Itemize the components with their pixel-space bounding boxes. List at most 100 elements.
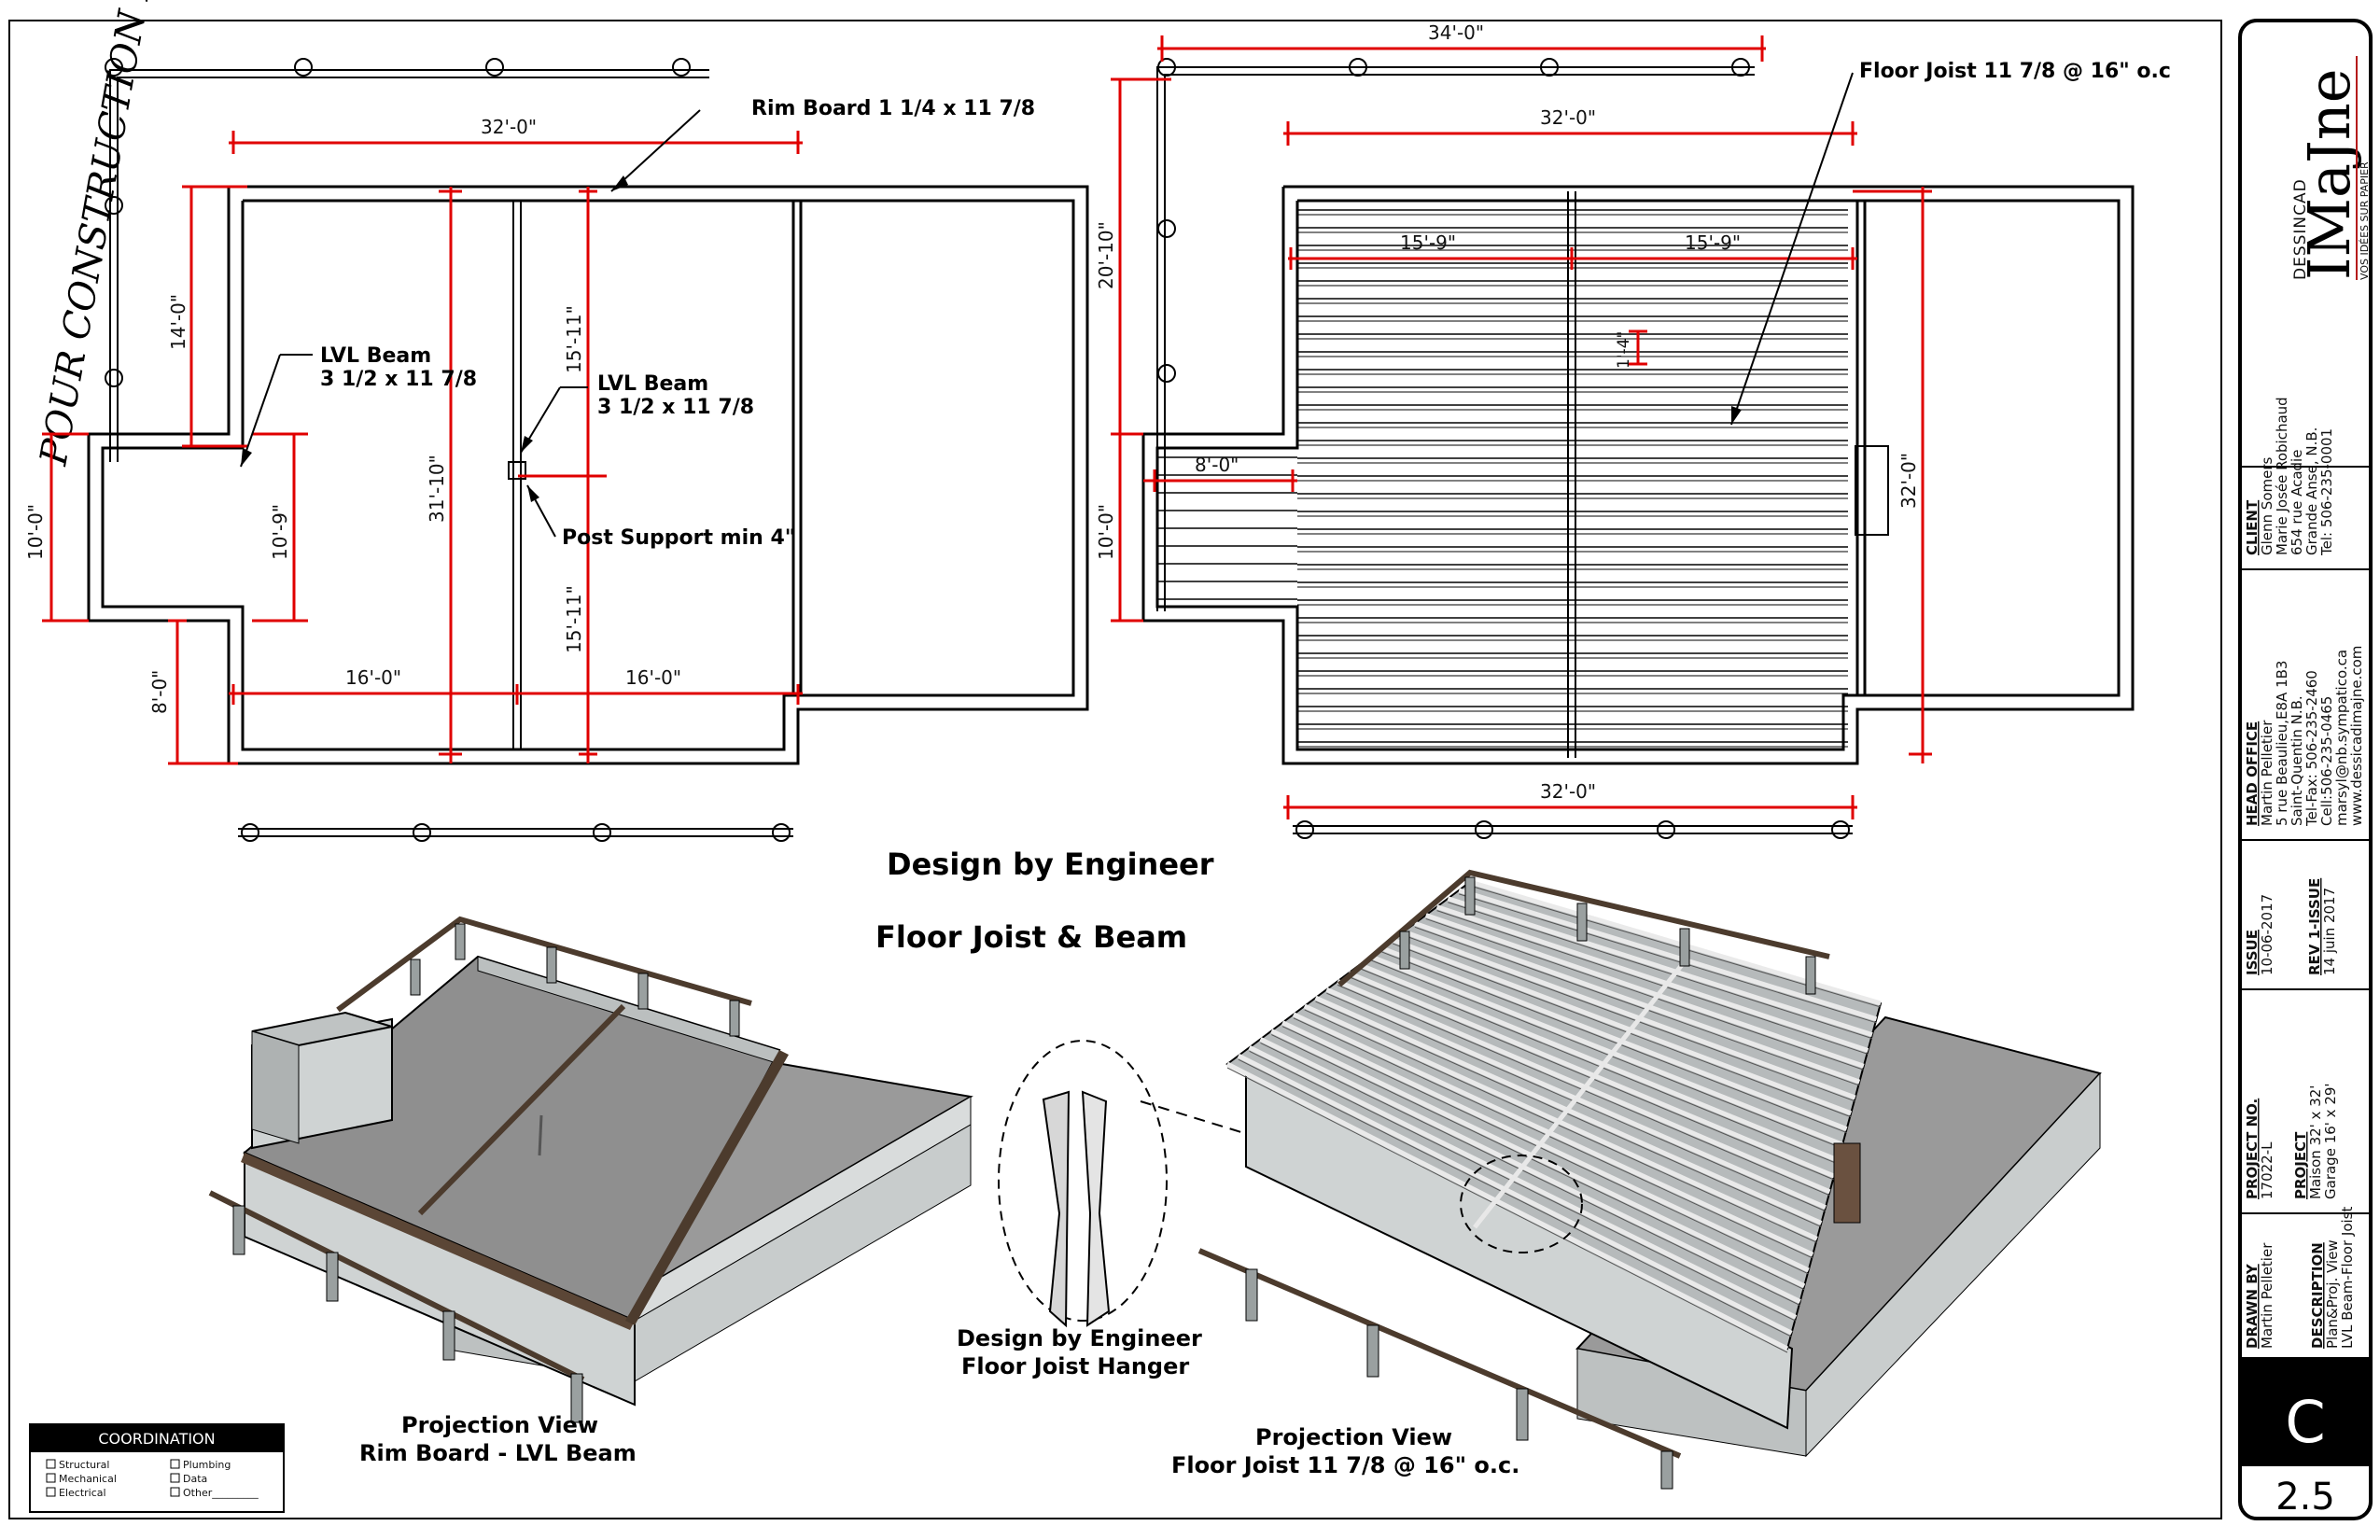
head-office-line: Saint-Quentin N.B.: [2289, 695, 2305, 826]
joist-hanger-left: [1042, 1090, 1071, 1328]
joist-3d-shadow: [1414, 926, 1860, 1086]
project-heading: PROJECT: [2292, 1131, 2309, 1199]
railing-rear-3d: [336, 916, 752, 1013]
joist-3d: [1281, 1020, 1810, 1273]
joist-3d: [1424, 913, 1865, 1069]
joist-3d: [1237, 1053, 1793, 1336]
checkbox-electrical[interactable]: [46, 1487, 56, 1497]
drawn-by: Martin Pelletier: [2259, 1242, 2275, 1349]
joist-3d: [1358, 962, 1840, 1163]
sheet-border: [8, 20, 2222, 1519]
sheet-letter-box: [2240, 1358, 2371, 1465]
checkbox-structural[interactable]: [46, 1459, 56, 1469]
description-line-1: Plan&Proj. View: [2324, 1239, 2341, 1349]
projection-left-title-2: Rim Board - LVL Beam: [359, 1440, 637, 1466]
post-support-callout: Post Support min 4": [562, 526, 795, 550]
joist-3d: [1392, 937, 1853, 1116]
post-support: [508, 461, 526, 480]
step-3d: [1833, 1142, 1861, 1224]
checkbox-other[interactable]: [170, 1487, 180, 1497]
dim-spacing: 1'-4": [1615, 331, 1633, 369]
projection-left-title-1: Projection View: [401, 1412, 598, 1438]
joist-3d: [1270, 1029, 1806, 1288]
beam-right: [1567, 191, 1576, 758]
coord-data: Data: [183, 1473, 207, 1485]
projection-right: Projection View Floor Joist 11 7/8 @ 16"…: [1171, 869, 2102, 1490]
railing-front-right-3d: [1197, 1248, 1682, 1459]
joist-3d-shadow: [1226, 1067, 1788, 1353]
rev-heading: REV 1-ISSUE: [2306, 878, 2323, 975]
floor-joists: [1157, 209, 1848, 748]
checkbox-data[interactable]: [170, 1473, 180, 1483]
joist-3d: [1458, 888, 1878, 1022]
joist-3d-shadow: [1304, 1009, 1818, 1243]
dimensions-left: 32'-0" 14'-0" 10'-0" 8'-0" 10'-9" 31'-10…: [24, 116, 803, 765]
coord-mechanical: Mechanical: [59, 1473, 117, 1485]
joist-3d-shadow: [1436, 910, 1869, 1055]
joist-3d: [1414, 920, 1861, 1085]
checkbox-plumbing[interactable]: [170, 1459, 180, 1469]
lvl-beam2-line2: 3 1/2 x 11 7/8: [597, 396, 754, 419]
design-by-engineer-title: Design by Engineer: [887, 847, 1214, 882]
railing-bottom-right: [1293, 820, 1853, 839]
beam-3d-right: [1473, 959, 1687, 1229]
railing-front-3d: [208, 1190, 585, 1382]
company-small-name: DESSINCAD: [2291, 178, 2310, 280]
joist-3d-shadow: [1393, 943, 1852, 1118]
issue-date: 10-06-2017: [2259, 894, 2275, 975]
lvl-beam1-line1: LVL Beam: [320, 344, 431, 368]
plan-right: 34'-0" 32'-0" 15'-9" 15'-9" 1'-4" 20'-10…: [1095, 21, 2171, 839]
railing-top-left: [105, 58, 709, 462]
head-office-heading: HEAD OFFICE: [2244, 721, 2261, 826]
joist-3d: [1403, 929, 1856, 1100]
joist-3d-shadow: [1403, 934, 1855, 1102]
joist-3d-shadow: [1238, 1058, 1792, 1337]
client-heading: CLIENT: [2244, 499, 2261, 555]
project-line-2: Garage 16' x 29': [2322, 1083, 2339, 1199]
company-tagline: VOS IDÉES SUR PAPIER: [2359, 161, 2371, 280]
dim-left-14: 14'-0": [167, 294, 189, 350]
coord-other: Other_________: [183, 1487, 259, 1499]
dimensions-right: 34'-0" 32'-0" 15'-9" 15'-9" 1'-4" 20'-10…: [1095, 21, 1932, 819]
joist-3d-shadow: [1459, 893, 1877, 1024]
joist-hanger-right: [1081, 1090, 1111, 1327]
railing-bottom-left: [238, 823, 793, 842]
coordination-box: COORDINATION Structural Plumbing Mechani…: [29, 1423, 285, 1513]
client-line: 654 rue Acadie: [2289, 450, 2305, 555]
railing-top-right: [1156, 58, 1755, 611]
sheet-letter: C: [2285, 1388, 2325, 1456]
joist-3d-shadow: [1425, 917, 1864, 1071]
joist-3d: [1369, 954, 1844, 1147]
rim-board-3d: [241, 1153, 635, 1330]
dim-right-32: 32'-0": [1897, 453, 1920, 509]
joist-3d: [1303, 1003, 1818, 1241]
joist-3d: [1225, 1061, 1789, 1351]
dim-left-10-right: 10'-0": [1095, 504, 1117, 560]
head-office-line: Tel-Fax: 506-235-2460: [2303, 670, 2320, 827]
projection-right-title-1: Projection View: [1255, 1424, 1452, 1450]
projection-left: Projection View Rim Board - LVL Beam: [208, 916, 973, 1466]
lvl-beam2-line1: LVL Beam: [597, 372, 708, 396]
dim-half-left: 16'-0": [345, 666, 401, 689]
joist-3d: [1380, 945, 1848, 1131]
head-office-line: Cell:506-235-0465: [2318, 696, 2335, 826]
railing-rear-right-3d: [1337, 869, 1830, 987]
coord-electrical: Electrical: [59, 1487, 106, 1499]
floor-joist-beam-title: Floor Joist & Beam: [875, 919, 1187, 955]
head-office-line: 5 rue Beaulieu,E8A 1B3: [2274, 661, 2290, 826]
dim-top-32-right: 32'-0": [1540, 106, 1596, 129]
rim-board-callout: Rim Board 1 1/4 x 11 7/8: [751, 97, 1035, 120]
description-heading: DESCRIPTION: [2309, 1242, 2326, 1349]
dim-porch: 8'-0": [1195, 454, 1239, 476]
joist-3d: [1435, 904, 1869, 1053]
coord-plumbing: Plumbing: [183, 1459, 231, 1471]
checkbox-mechanical[interactable]: [46, 1473, 56, 1483]
drawn-by-heading: DRAWN BY: [2244, 1263, 2261, 1349]
client-line: Tel: 506-235-0001: [2318, 428, 2335, 556]
dim-span-lower: 15'-11": [563, 585, 585, 653]
hanger-title-2: Floor Joist Hanger: [961, 1353, 1189, 1379]
joist-3d-shadow: [1260, 1042, 1800, 1306]
